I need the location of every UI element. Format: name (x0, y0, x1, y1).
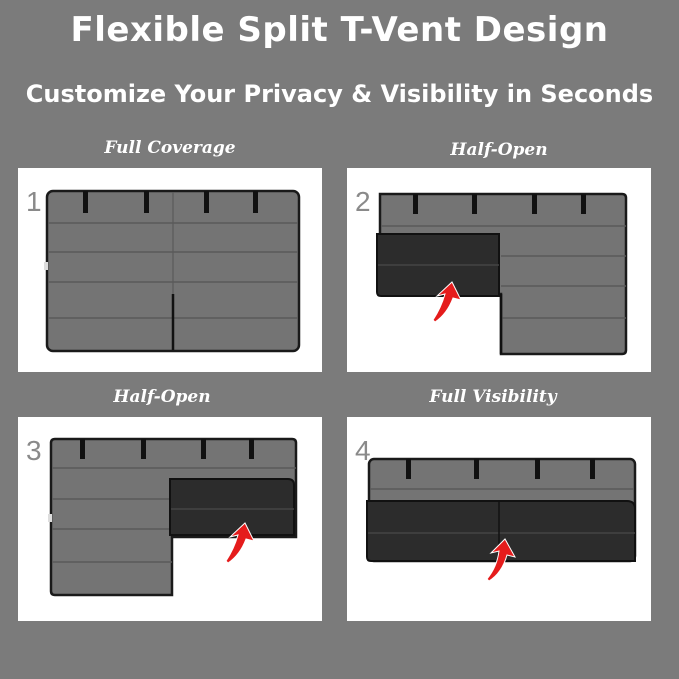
step-number: 4 (355, 435, 371, 466)
curtain-half-open-top-illustration (376, 192, 628, 356)
panel-half-open-1: 2 (347, 168, 651, 372)
curtain-half-open-right-illustration (48, 437, 298, 597)
panel-full-visibility: 4 (347, 417, 651, 621)
page-title: Flexible Split T-Vent Design (70, 10, 609, 50)
page-subtitle: Customize Your Privacy & Visibility in S… (25, 80, 654, 108)
panel-half-open-2: 3 (18, 417, 322, 621)
curtain-full-coverage-illustration (44, 189, 301, 353)
curtain-full-visibility-illustration (366, 457, 637, 582)
panel-label-half-open-1: Half-Open (450, 140, 548, 160)
step-number: 1 (26, 186, 42, 217)
panel-label-half-open-2: Half-Open (113, 387, 211, 407)
panel-full-coverage: 1 (18, 168, 322, 372)
step-number: 3 (26, 435, 42, 466)
step-number: 2 (355, 186, 371, 217)
panel-label-full-coverage: Full Coverage (104, 138, 236, 158)
panel-label-full-visibility: Full Visibility (429, 387, 557, 407)
